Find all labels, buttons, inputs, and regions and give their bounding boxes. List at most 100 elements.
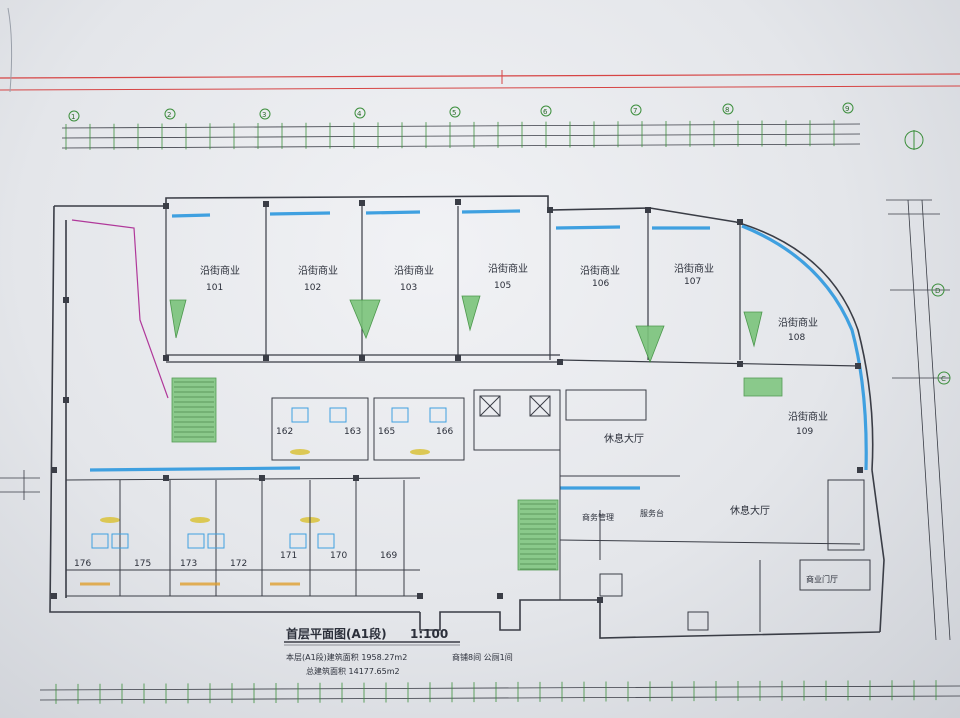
axis-bubble: 5 (449, 106, 461, 118)
stair-treads (174, 381, 556, 570)
title-block: 首层平面图(A1段) 1:100 本层(A1段)建筑面积 1958.27m2 总… (284, 626, 513, 676)
structural-columns (51, 199, 863, 603)
column (163, 203, 169, 209)
commercial-hall-label: 商业门厅 (806, 574, 838, 584)
property-line (71, 219, 169, 399)
axis-bubble: C (937, 371, 951, 385)
floor-area-text: 本层(A1段)建筑面积 1958.27m2 (286, 652, 407, 662)
svg-text:163: 163 (344, 427, 361, 437)
svg-text:108: 108 (788, 333, 805, 343)
svg-text:沿街商业: 沿街商业 (580, 264, 620, 277)
svg-text:109: 109 (796, 427, 813, 437)
svg-text:172: 172 (230, 559, 247, 569)
svg-text:105: 105 (494, 281, 511, 291)
right-axis-bubbles: D C (931, 283, 951, 385)
svg-text:7: 7 (633, 107, 637, 115)
column (737, 361, 743, 367)
shop-105: 沿街商业 105 (488, 262, 528, 291)
svg-text:176: 176 (74, 559, 91, 569)
svg-text:9: 9 (845, 105, 849, 113)
column (417, 593, 423, 599)
column (63, 297, 69, 303)
column (597, 597, 603, 603)
column (737, 219, 743, 225)
svg-text:沿街商业: 沿街商业 (298, 264, 338, 277)
business-center-label: 商务管理 (582, 512, 614, 522)
column (455, 199, 461, 205)
svg-text:102: 102 (304, 283, 321, 293)
shop-107: 沿街商业 107 (674, 262, 714, 287)
svg-text:175: 175 (134, 559, 151, 569)
total-area-text: 总建筑面积 14177.65m2 (306, 666, 400, 676)
axis-bubble: 1 (68, 110, 80, 122)
top-dimension-ticks (65, 120, 835, 150)
svg-text:106: 106 (592, 279, 609, 289)
unit-count-note: 商铺8间 公厕1间 (452, 652, 513, 662)
lounge-label-2: 休息大厅 (730, 504, 770, 517)
top-dimension-lines (61, 123, 861, 149)
toilet-cores (271, 389, 647, 461)
axis-bubble: 8 (722, 103, 734, 115)
svg-text:8: 8 (725, 106, 729, 114)
svg-text:173: 173 (180, 559, 197, 569)
svg-text:沿街商业: 沿街商业 (778, 316, 818, 329)
axis-bubble: 3 (259, 108, 271, 120)
right-dimension-lines (886, 199, 951, 641)
shop-102: 沿街商业 102 (298, 264, 338, 293)
svg-text:169: 169 (380, 551, 397, 561)
axis-bubble: 2 (164, 108, 176, 120)
service-desk-label: 服务台 (640, 508, 664, 518)
sheet-border (0, 7, 960, 93)
column (497, 593, 503, 599)
north-arrow-icon (904, 130, 924, 150)
svg-text:沿街商业: 沿街商业 (788, 410, 828, 423)
drawing-title: 首层平面图(A1段) (286, 626, 387, 641)
unit-doors-blue (91, 407, 447, 549)
svg-text:165: 165 (378, 427, 395, 437)
svg-text:107: 107 (684, 277, 701, 287)
axis-bubble: 9 (842, 102, 854, 114)
svg-text:沿街商业: 沿街商业 (674, 262, 714, 275)
svg-text:D: D (935, 287, 940, 295)
svg-text:162: 162 (276, 427, 293, 437)
column (455, 355, 461, 361)
svg-text:沿街商业: 沿街商业 (488, 262, 528, 275)
shop-106: 沿街商业 106 (580, 264, 620, 289)
unit-numbers: 176 175 173 172 171 170 169 162 163 165 … (74, 427, 453, 569)
bottom-dimension-ticks (55, 680, 937, 704)
drawing-scale: 1:100 (410, 627, 448, 641)
left-dimension-lines (0, 470, 40, 500)
svg-text:171: 171 (280, 551, 297, 561)
column (359, 200, 365, 206)
column (353, 475, 359, 481)
column (645, 207, 651, 213)
axis-bubble: D (931, 283, 945, 297)
svg-text:C: C (941, 375, 946, 383)
bottom-dimension-lines (39, 685, 960, 701)
svg-text:4: 4 (357, 110, 362, 118)
top-axis-bubbles: 1 2 3 4 5 6 7 8 9 (68, 102, 854, 122)
column (51, 593, 57, 599)
lounge-label-1: 休息大厅 (604, 432, 644, 445)
svg-text:5: 5 (452, 109, 456, 117)
svg-text:1: 1 (71, 113, 75, 121)
svg-text:沿街商业: 沿街商业 (394, 264, 434, 277)
column (263, 355, 269, 361)
lounge-walls (559, 420, 871, 632)
column (359, 355, 365, 361)
svg-text:101: 101 (206, 283, 223, 293)
shop-108: 沿街商业 108 (778, 316, 818, 343)
axis-bubble: 7 (630, 104, 642, 116)
svg-text:3: 3 (262, 111, 266, 119)
column (63, 397, 69, 403)
svg-text:103: 103 (400, 283, 417, 293)
svg-text:170: 170 (330, 551, 347, 561)
svg-text:166: 166 (436, 427, 453, 437)
stairs (169, 295, 783, 571)
room-labels: 休息大厅 休息大厅 商务管理 服务台 商业门厅 (582, 432, 838, 584)
column (259, 475, 265, 481)
column (163, 475, 169, 481)
